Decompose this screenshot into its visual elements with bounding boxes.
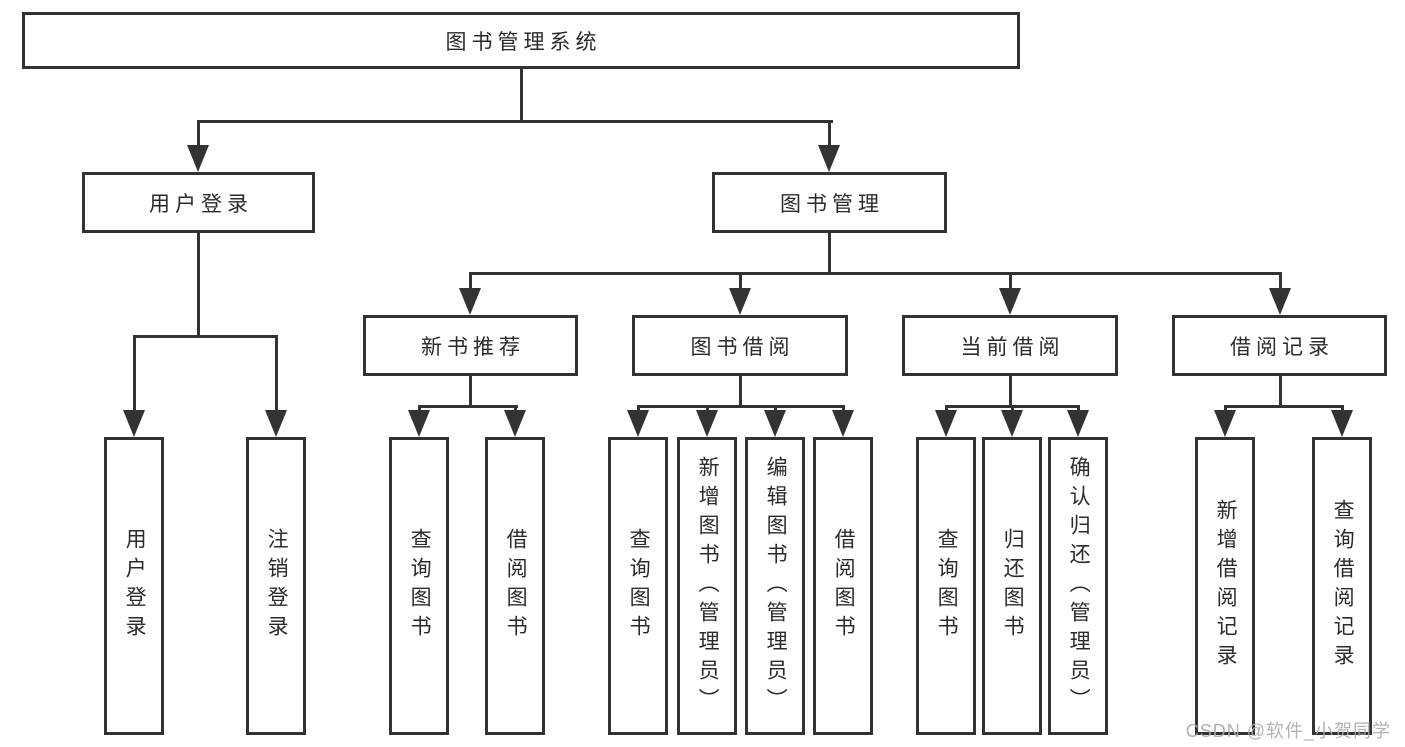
arrow-down-icon [764,410,786,437]
node-leaf-user-login: 用户登录 [104,437,164,735]
connector-line [133,335,278,338]
connector-line [706,405,709,412]
connector-line [418,405,421,412]
node-new-book-recommend: 新书推荐 [363,315,578,376]
leaf-label: 借阅图书 [832,528,856,644]
connector-line [842,405,845,412]
connector-line [1341,405,1344,412]
connector-line [1077,405,1080,412]
watermark: CSDN @软件_小贺同学 [1185,721,1391,741]
leaf-label: 用户登录 [123,528,147,644]
arrow-down-icon [729,288,751,315]
connector-line [637,405,845,408]
arrow-down-icon [187,145,209,172]
node-book-borrow: 图书借阅 [632,315,848,376]
node-leaf-confirm-return-admin: 确认归还（管理员） [1048,437,1108,735]
connector-line [520,68,523,122]
connector-line [1224,405,1227,412]
connector-line [418,405,518,408]
arrow-down-icon [832,410,854,437]
arrow-down-icon [818,145,840,172]
arrow-down-icon [999,288,1021,315]
connector-line [469,272,472,290]
leaf-label: 借阅图书 [504,528,528,644]
node-leaf-edit-books-admin: 编辑图书（管理员） [745,437,805,735]
connector-line [1011,405,1014,412]
connector-line [469,375,472,408]
node-leaf-query-borrow-record: 查询借阅记录 [1312,437,1372,735]
arrow-down-icon [265,410,287,437]
arrow-down-icon [459,288,481,315]
node-borrow-records: 借阅记录 [1172,315,1387,376]
connector-line [945,405,948,412]
node-root-book-management-system: 图书管理系统 [22,12,1020,69]
node-leaf-borrow-books-recommend: 借阅图书 [485,437,545,735]
arrow-down-icon [1001,410,1023,437]
arrow-down-icon [627,410,649,437]
connector-line [739,272,742,290]
node-leaf-return-books: 归还图书 [982,437,1042,735]
arrow-down-icon [935,410,957,437]
node-user-login-group: 用户登录 [82,172,315,233]
connector-line [1009,375,1012,408]
leaf-label: 注销登录 [265,528,289,644]
connector-line [1279,375,1282,408]
leaf-label: 查询图书 [408,528,432,644]
node-leaf-query-books-recommend: 查询图书 [389,437,449,735]
node-leaf-query-books-borrow: 查询图书 [608,437,668,735]
connector-line [1009,272,1012,290]
node-leaf-add-books-admin: 新增图书（管理员） [677,437,737,735]
node-leaf-add-borrow-record: 新增借阅记录 [1195,437,1255,735]
leaf-label: 新增借阅记录 [1214,499,1238,673]
arrow-down-icon [123,410,145,437]
arrow-down-icon [408,410,430,437]
leaf-label: 查询借阅记录 [1331,499,1355,673]
arrow-down-icon [696,410,718,437]
connector-line [197,120,200,148]
connector-line [514,405,517,412]
node-book-management-group: 图书管理 [712,172,947,233]
connector-line [275,335,278,412]
arrow-down-icon [1067,410,1089,437]
connector-line [828,120,831,148]
connector-line [1224,405,1344,408]
leaf-label: 查询图书 [627,528,651,644]
connector-line [774,405,777,412]
connector-line [197,232,200,337]
connector-line [133,335,136,412]
connector-line [739,375,742,408]
leaf-label: 查询图书 [935,528,959,644]
arrow-down-icon [504,410,526,437]
connector-line [637,405,640,412]
node-leaf-logout: 注销登录 [246,437,306,735]
arrow-down-icon [1269,288,1291,315]
leaf-label: 确认归还（管理员） [1067,455,1091,717]
node-leaf-query-books-current: 查询图书 [916,437,976,735]
connector-line [197,120,833,123]
arrow-down-icon [1331,410,1353,437]
connector-line [1279,272,1282,290]
node-current-borrow: 当前借阅 [902,315,1118,376]
leaf-label: 归还图书 [1001,528,1025,644]
connector-line [828,232,831,274]
node-leaf-borrow-books: 借阅图书 [813,437,873,735]
arrow-down-icon [1214,410,1236,437]
leaf-label: 编辑图书（管理员） [764,455,788,717]
connector-line [469,272,1281,275]
leaf-label: 新增图书（管理员） [696,455,720,717]
